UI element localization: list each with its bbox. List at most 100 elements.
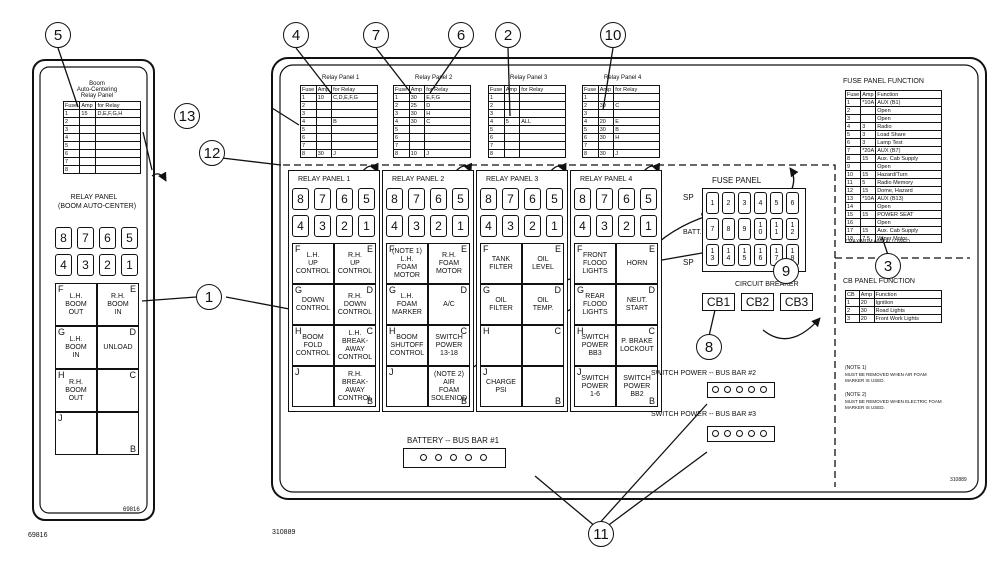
table-cell: Aux. Cab Supply	[875, 154, 942, 163]
table-cell	[519, 125, 566, 134]
table-cell	[503, 149, 521, 158]
table-cell: 6	[488, 133, 505, 142]
fuse-slot: 5	[121, 227, 138, 249]
table-cell	[519, 141, 566, 150]
table-cell: 3	[582, 109, 599, 118]
table-cell: 13	[844, 194, 862, 203]
table-header-cell: Amp	[79, 101, 97, 110]
relay-letter: J	[295, 367, 300, 377]
relay-letter: H	[295, 326, 302, 336]
table-cell: Open	[875, 114, 942, 123]
table-cell: 8	[844, 154, 862, 163]
table-cell: 2	[844, 106, 862, 115]
relay-letter: E	[460, 244, 467, 254]
table-cell: 3	[845, 314, 860, 323]
table-row: 3	[488, 109, 566, 118]
table-cell: Wiper Motor	[875, 234, 942, 243]
table-row: 5	[62, 141, 141, 150]
table-cell: 7	[62, 157, 81, 166]
table-cell: 1	[62, 109, 81, 118]
left-outer-number: 69816	[28, 532, 48, 539]
relay-letter: F	[389, 244, 395, 254]
table-cell: 7.5	[860, 234, 877, 243]
relay-letter: E	[648, 244, 655, 254]
relay-label: L.H. BOOM IN	[65, 335, 87, 359]
fuse-slot: 1 3	[706, 244, 719, 266]
table-cell	[503, 133, 521, 142]
table-cell: H	[613, 133, 660, 142]
relay-label: R.H. BREAK- AWAY CONTROL	[337, 370, 373, 402]
relay-letter: G	[389, 285, 397, 295]
fuse-slot: 3	[596, 215, 613, 237]
relay-letter: F	[483, 244, 489, 254]
table-cell	[613, 141, 660, 150]
fuse-slot: 1	[358, 215, 375, 237]
fuse-slot: 8	[722, 218, 735, 240]
table-cell: 10	[844, 170, 862, 179]
relay-letter: D	[460, 285, 468, 295]
bus-stud	[724, 386, 731, 393]
relay-slot: J	[292, 366, 334, 407]
relay-letter: B	[554, 396, 561, 406]
table-cell: 5	[300, 125, 317, 134]
table-cell: 3	[860, 130, 877, 139]
table-cell: 4	[488, 117, 505, 126]
table-cell: 6	[62, 149, 81, 158]
relay-letter: F	[58, 284, 64, 294]
table-cell: Lamp Test	[875, 138, 942, 147]
table-cell	[331, 101, 378, 110]
bus-stud	[465, 454, 472, 461]
table-header-cell: Function	[873, 290, 943, 299]
fuse-slot: 3	[502, 215, 519, 237]
table-row: 2	[300, 101, 378, 110]
table-cell: 4	[393, 117, 410, 126]
callout-number: 3	[875, 253, 901, 279]
bus-stud	[712, 430, 719, 437]
table-cell: 7	[582, 141, 599, 150]
relay-label: SWITCH POWER BB3	[581, 333, 609, 357]
relay-letter: G	[483, 285, 491, 295]
table-cell: Front Work Lights	[873, 314, 943, 323]
fuse-slot: 1	[452, 215, 469, 237]
callout-number: 1	[196, 284, 222, 310]
fuse-slot: 6	[524, 188, 541, 210]
table-header-cell: Amp	[503, 85, 521, 94]
relay-letter: D	[554, 285, 562, 295]
table-cell: J	[613, 149, 660, 158]
table-cell: POWER SEAT	[875, 210, 942, 219]
table-cell: 1	[300, 93, 317, 102]
relay-letter: E	[554, 244, 561, 254]
table-cell: *10A	[860, 98, 877, 107]
table-cell: 7	[393, 141, 410, 150]
table-cell	[79, 149, 97, 158]
relay-letter: B	[366, 396, 373, 406]
fuse-slot: 5	[358, 188, 375, 210]
bus-stud	[748, 430, 755, 437]
relay-letter: H	[483, 326, 490, 336]
bus-stud	[450, 454, 457, 461]
table-cell	[315, 133, 333, 142]
relay-panel-title: RELAY PANEL 2	[392, 176, 445, 183]
table-cell	[519, 149, 566, 158]
relay-label: NEUT. START	[625, 296, 649, 312]
fuse-slot: 7	[314, 188, 331, 210]
table-cell: 25	[408, 101, 426, 110]
table-cell: 1	[844, 98, 862, 107]
table-cell	[519, 93, 566, 102]
table-cell	[519, 133, 566, 142]
table-cell	[424, 141, 471, 150]
fuse-slot: 2	[336, 215, 353, 237]
table-cell	[519, 101, 566, 110]
